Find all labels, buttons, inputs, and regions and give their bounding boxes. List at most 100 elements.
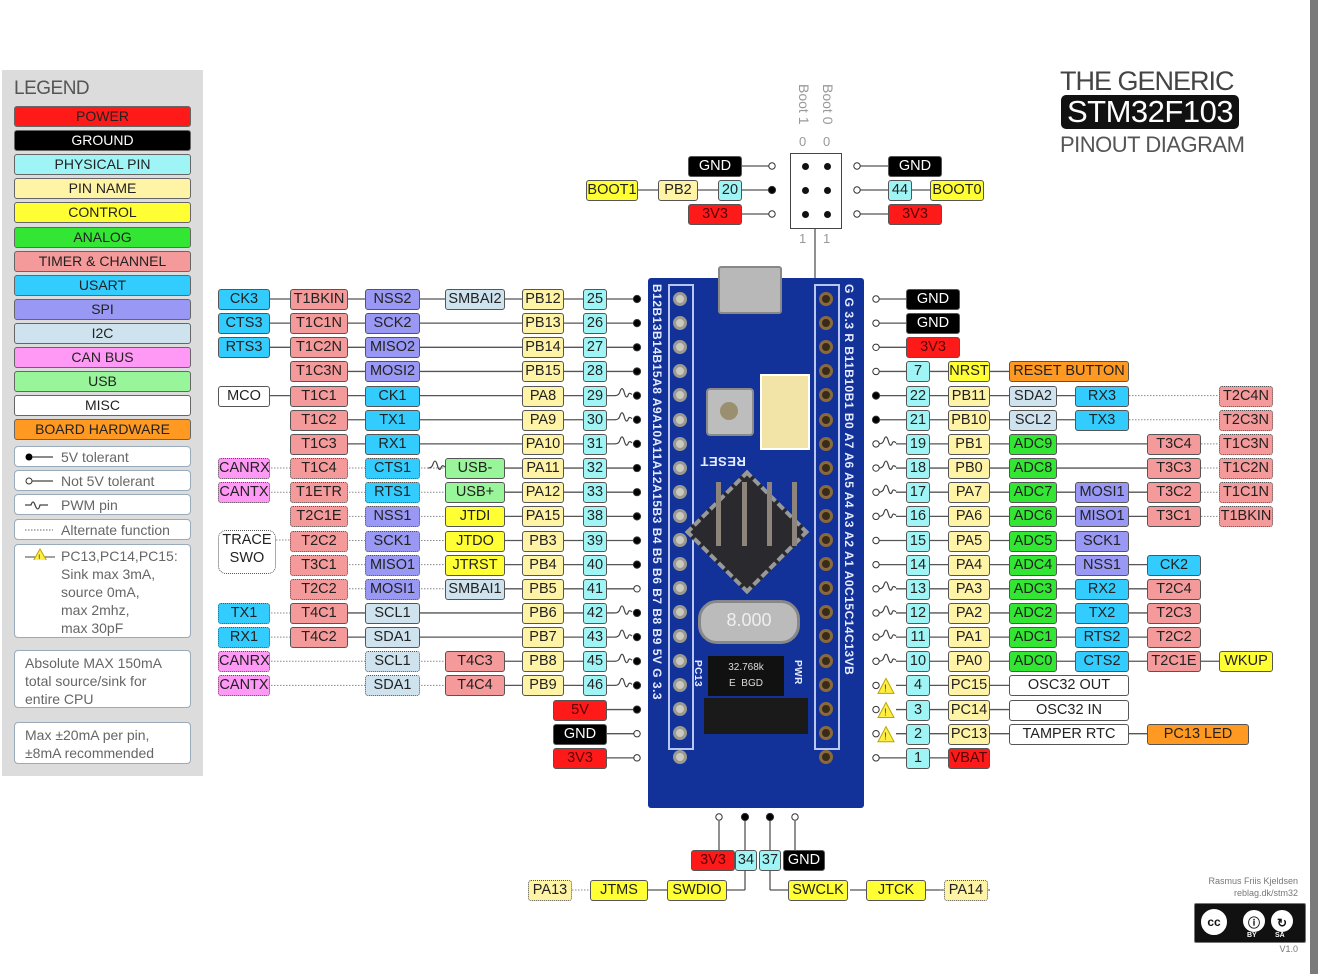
boot-left-3v3: 3V3 xyxy=(688,204,742,225)
function-t2c2: T2C2 xyxy=(290,530,348,552)
function-miso2: MISO2 xyxy=(365,337,420,359)
function-cantx: CANTX xyxy=(218,675,270,697)
header-hole xyxy=(673,605,687,620)
pwm-wave-icon xyxy=(427,460,446,470)
function-adc1: ADC1 xyxy=(1009,627,1057,649)
function-t1c2: T1C2 xyxy=(290,409,348,431)
not-5v-tolerant-dot xyxy=(872,657,880,665)
reset-button[interactable] xyxy=(706,388,754,436)
5v-tolerant-dot xyxy=(740,812,750,822)
header-hole xyxy=(819,605,833,620)
function-adc3: ADC3 xyxy=(1009,578,1057,600)
function-miso1: MISO1 xyxy=(1075,506,1129,528)
blue-pill-board: B12B13B14B15A8 A9A10A11A12A15B3 B4 B5 B6… xyxy=(648,266,864,808)
header-hole xyxy=(673,484,687,499)
pwm-wave-icon xyxy=(25,501,48,511)
function-t3c3: T3C3 xyxy=(1147,458,1201,480)
5v-tolerant-dot xyxy=(632,536,642,545)
pin-name-pb14: PB14 xyxy=(522,337,564,359)
pwm-wave-icon xyxy=(614,605,633,615)
author-url[interactable]: reblag.dk/stm32 xyxy=(1233,888,1298,898)
not-5v-tolerant-dot xyxy=(872,754,880,762)
pin-name-pb6: PB6 xyxy=(522,602,564,624)
not-5v-tolerant-dot xyxy=(853,162,861,170)
warning-icon xyxy=(877,677,895,694)
function-t1bkin: T1BKIN xyxy=(1219,506,1273,528)
legend-item-spi: SPI xyxy=(14,298,191,320)
header-hole xyxy=(673,460,687,475)
not-5v-tolerant-dot xyxy=(872,464,880,472)
5v-tolerant-dot xyxy=(632,681,642,690)
5v-tolerant-dot xyxy=(632,705,642,714)
function-rx3: RX3 xyxy=(1075,385,1129,407)
header-hole xyxy=(819,508,833,523)
physical-pin-40: 40 xyxy=(583,554,607,576)
pwm-wave-icon xyxy=(878,653,897,664)
stm32-chip xyxy=(684,469,810,595)
pwm-wave-icon xyxy=(614,653,633,664)
right-silkscreen: G G 3.3 R B11B10B1 B0 A7 A6 A5 A4 A3 A2 … xyxy=(842,284,856,676)
trace-swo-label: TRACE SWO xyxy=(218,530,276,574)
left-power-5v: 5V xyxy=(553,699,607,721)
function-t4c1: T4C1 xyxy=(290,602,348,624)
pin-name-pb10: PB10 xyxy=(948,409,990,431)
pin-name-pb13: PB13 xyxy=(522,313,564,335)
header-hole xyxy=(673,292,687,306)
function-t1bkin: T1BKIN xyxy=(290,289,348,310)
5v-tolerant-dot xyxy=(632,439,642,448)
physical-pin-14: 14 xyxy=(906,554,930,576)
not-5v-tolerant-dot xyxy=(872,585,880,593)
function-rts2: RTS2 xyxy=(1075,627,1129,649)
header-hole xyxy=(673,629,687,644)
pin-name-pa2: PA2 xyxy=(948,602,990,624)
function-t1c2n: T1C2N xyxy=(1219,458,1273,480)
function-adc2: ADC2 xyxy=(1009,602,1057,624)
function-adc0: ADC0 xyxy=(1009,651,1057,673)
author-credit: Rasmus Friis Kjeldsen xyxy=(1208,876,1298,886)
swd-pin-dio xyxy=(742,482,747,546)
function-osc32-out: OSC32 OUT xyxy=(1009,675,1129,697)
swd-gnd: GND xyxy=(783,850,825,871)
boot-header-pin xyxy=(824,211,831,218)
function-t2c2: T2C2 xyxy=(290,578,348,600)
pin-name-pb3: PB3 xyxy=(522,530,564,552)
function-t2c1e: T2C1E xyxy=(290,506,348,528)
function-t2c1e: T2C1E xyxy=(1147,651,1201,673)
boot0-label: Boot 0 xyxy=(820,84,836,125)
physical-pin-10: 10 xyxy=(906,651,930,673)
boot1-zero-label: 0 xyxy=(799,134,807,149)
function-rts1: RTS1 xyxy=(365,482,420,504)
function-t1c1: T1C1 xyxy=(290,385,348,407)
physical-pin-41: 41 xyxy=(583,578,607,600)
pin-name-pb5: PB5 xyxy=(522,578,564,600)
boot0-one-label: 1 xyxy=(823,231,831,246)
pwm-wave-icon xyxy=(614,412,633,422)
boot-jumpers[interactable] xyxy=(760,374,810,450)
boot-header-pin xyxy=(802,187,809,194)
pc13-silk-label: PC13 xyxy=(692,660,703,688)
function-canrx: CANRX xyxy=(218,651,270,673)
pwm-wave-icon xyxy=(878,460,897,470)
pin-name-pa12: PA12 xyxy=(522,482,564,504)
boot1-control-label: BOOT1 xyxy=(586,180,638,201)
right-power-gnd: GND xyxy=(906,313,960,335)
micro-usb-connector xyxy=(718,266,782,314)
function-t2c2: T2C2 xyxy=(1147,627,1201,649)
pin-name-pc15: PC15 xyxy=(948,675,990,697)
header-hole xyxy=(819,316,833,331)
5v-tolerant-dot xyxy=(632,560,642,569)
function-t1c2n: T1C2N xyxy=(290,337,348,359)
cc-license-badge: cc ⓘ ↻ BY SA xyxy=(1194,903,1306,943)
physical-pin-30: 30 xyxy=(583,409,607,431)
not-5v-tolerant-dot xyxy=(768,210,776,218)
physical-pin-15: 15 xyxy=(906,530,930,552)
function-usb-: USB+ xyxy=(445,482,505,504)
5v-tolerant-dot xyxy=(632,343,642,352)
header-hole xyxy=(819,581,833,596)
boot-header-pin xyxy=(824,187,831,194)
legend-item-usart: USART xyxy=(14,274,191,296)
right-power-3v3: 3V3 xyxy=(906,337,960,359)
header-hole xyxy=(819,533,833,547)
header-hole xyxy=(819,412,833,427)
